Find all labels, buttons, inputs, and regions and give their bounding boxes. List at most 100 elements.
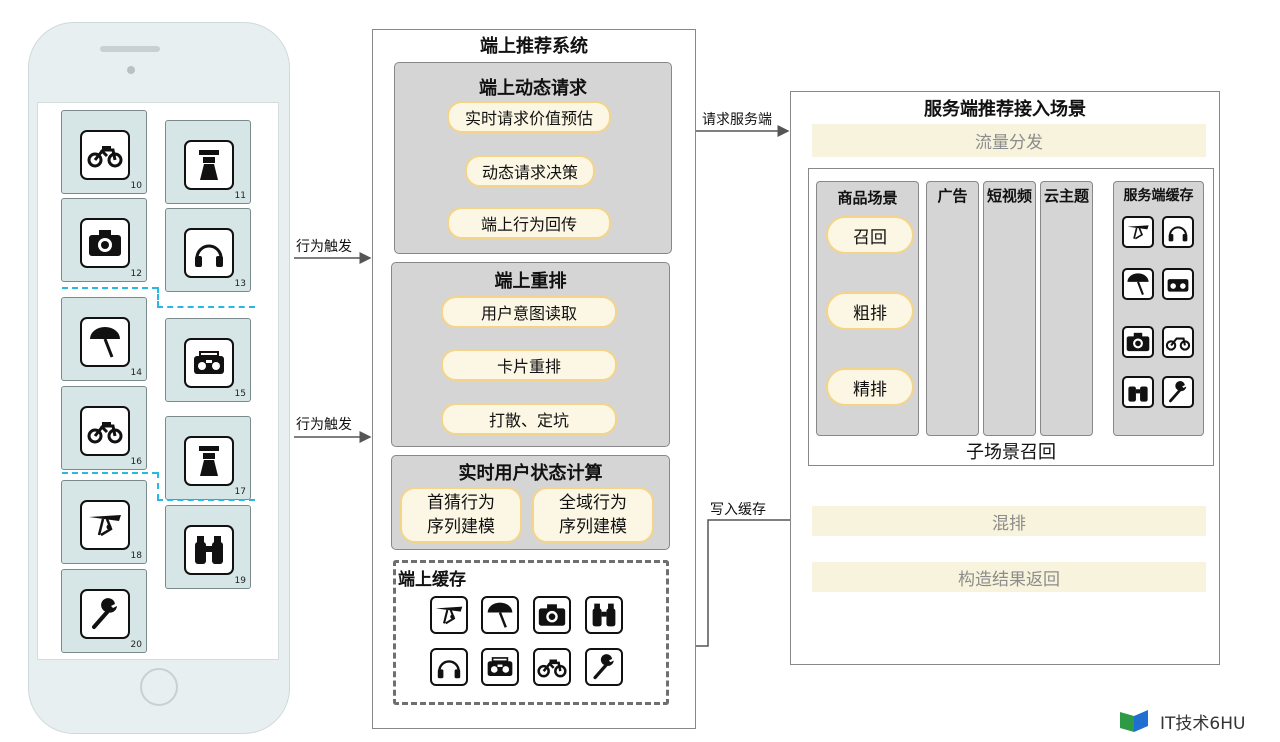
sub-scene-recall-label: 子场景召回: [966, 442, 1056, 463]
realtime-state-title: 实时用户状态计算: [458, 463, 603, 484]
device-rerank-title: 端上重排: [494, 271, 567, 292]
motorcycle-icon: [533, 648, 571, 686]
binoculars-icon: [184, 525, 234, 575]
tile-number: 10: [130, 181, 142, 191]
separator-line: [157, 306, 255, 308]
device-cache-box: [393, 560, 669, 705]
realtime-state-module-line: 首猜行为: [427, 493, 495, 513]
watermark-text: IT技术6HU: [1160, 713, 1246, 734]
lighthouse-icon: [184, 436, 234, 486]
wrench-icon: [1162, 376, 1194, 408]
umbrella-icon: [481, 596, 519, 634]
separator-line: [62, 287, 158, 289]
motorcycle-icon: [80, 130, 130, 180]
hang-glider-icon: [1122, 216, 1154, 248]
radio-icon: [1162, 268, 1194, 300]
rerank-step: 打散、定坑: [441, 403, 617, 435]
tile-number: 12: [130, 269, 142, 279]
dynamic-request-step: 端上行为回传: [447, 207, 611, 239]
cloud-theme-column: [1040, 181, 1093, 436]
phone-camera-dot: [127, 66, 135, 74]
write-cache-label: 写入缓存: [710, 502, 766, 518]
camera-icon: [80, 218, 130, 268]
radio-icon: [481, 648, 519, 686]
phone-tile[interactable]: 12: [61, 198, 147, 282]
realtime-state-module: 首猜行为 序列建模: [400, 487, 522, 543]
separator-line: [62, 472, 158, 474]
mix-rank-band: 混排: [812, 506, 1206, 536]
headphones-icon: [430, 648, 468, 686]
realtime-state-module: 全域行为 序列建模: [532, 487, 654, 543]
headphones-icon: [184, 228, 234, 278]
camera-icon: [1122, 326, 1154, 358]
headphones-icon: [1162, 216, 1194, 248]
phone-speaker: [100, 46, 160, 52]
ads-title: 广告: [937, 187, 968, 205]
watermark: IT技术6HU: [1118, 708, 1245, 734]
tile-number: 13: [234, 279, 246, 289]
phone-tile[interactable]: 14: [61, 297, 147, 381]
umbrella-icon: [1122, 268, 1154, 300]
phone-tile[interactable]: 16: [61, 386, 147, 470]
realtime-state-module-line: 全域行为: [559, 493, 627, 513]
phone-tile[interactable]: 11: [165, 120, 251, 204]
tile-number: 17: [234, 487, 246, 497]
server-cache-title: 服务端缓存: [1123, 188, 1194, 204]
goods-step: 粗排: [826, 292, 914, 330]
motorcycle-icon: [1162, 326, 1194, 358]
ads-column: [926, 181, 979, 436]
goods-step: 精排: [826, 368, 914, 406]
tile-number: 15: [234, 389, 246, 399]
traffic-distribution-band: 流量分发: [812, 124, 1206, 157]
radio-icon: [184, 338, 234, 388]
goods-scene-title: 商品场景: [837, 189, 898, 207]
tile-number: 18: [130, 551, 142, 561]
rerank-step: 用户意图读取: [441, 296, 617, 328]
dynamic-request-title: 端上动态请求: [479, 78, 587, 99]
umbrella-icon: [80, 317, 130, 367]
build-return-band: 构造结果返回: [812, 562, 1206, 592]
hang-glider-icon: [430, 596, 468, 634]
phone-tile[interactable]: 19: [165, 505, 251, 589]
dynamic-request-step: 动态请求决策: [465, 155, 595, 187]
phone-tile[interactable]: 18: [61, 480, 147, 564]
short-video-column: [983, 181, 1036, 436]
server-panel-title: 服务端推荐接入场景: [924, 99, 1086, 120]
binoculars-icon: [585, 596, 623, 634]
tile-number: 20: [130, 640, 142, 650]
watermark-logo-icon: [1120, 710, 1148, 732]
dynamic-request-step: 实时请求价值预估: [447, 101, 611, 133]
separator-line: [157, 472, 159, 500]
request-server-label: 请求服务端: [702, 112, 772, 128]
phone-tile[interactable]: 17: [165, 416, 251, 500]
camera-icon: [533, 596, 571, 634]
goods-step: 召回: [826, 216, 914, 254]
rerank-step: 卡片重排: [441, 349, 617, 381]
sub-scene-recall-box: [808, 168, 1214, 466]
realtime-state-module-line: 序列建模: [559, 517, 627, 537]
phone-home-button[interactable]: [140, 668, 178, 706]
behavior-trigger-label: 行为触发: [296, 239, 352, 255]
short-video-title: 短视频: [986, 187, 1032, 205]
device-cache-title: 端上缓存: [398, 570, 466, 590]
device-panel-title: 端上推荐系统: [480, 36, 588, 57]
realtime-state-module-line: 序列建模: [427, 517, 495, 537]
tile-number: 11: [234, 191, 246, 201]
separator-line: [157, 499, 255, 501]
tile-number: 14: [130, 368, 142, 378]
motorcycle-icon: [80, 406, 130, 456]
phone-tile[interactable]: 15: [165, 318, 251, 402]
tile-number: 16: [130, 457, 142, 467]
phone-tile[interactable]: 13: [165, 208, 251, 292]
binoculars-icon: [1122, 376, 1154, 408]
behavior-trigger-label: 行为触发: [296, 417, 352, 433]
hang-glider-icon: [80, 500, 130, 550]
lighthouse-icon: [184, 140, 234, 190]
phone-tile[interactable]: 20: [61, 569, 147, 653]
wrench-icon: [80, 589, 130, 639]
tile-number: 19: [234, 576, 246, 586]
wrench-icon: [585, 648, 623, 686]
cloud-theme-title: 云主题: [1043, 187, 1089, 205]
separator-line: [157, 287, 159, 307]
phone-tile[interactable]: 10: [61, 110, 147, 194]
